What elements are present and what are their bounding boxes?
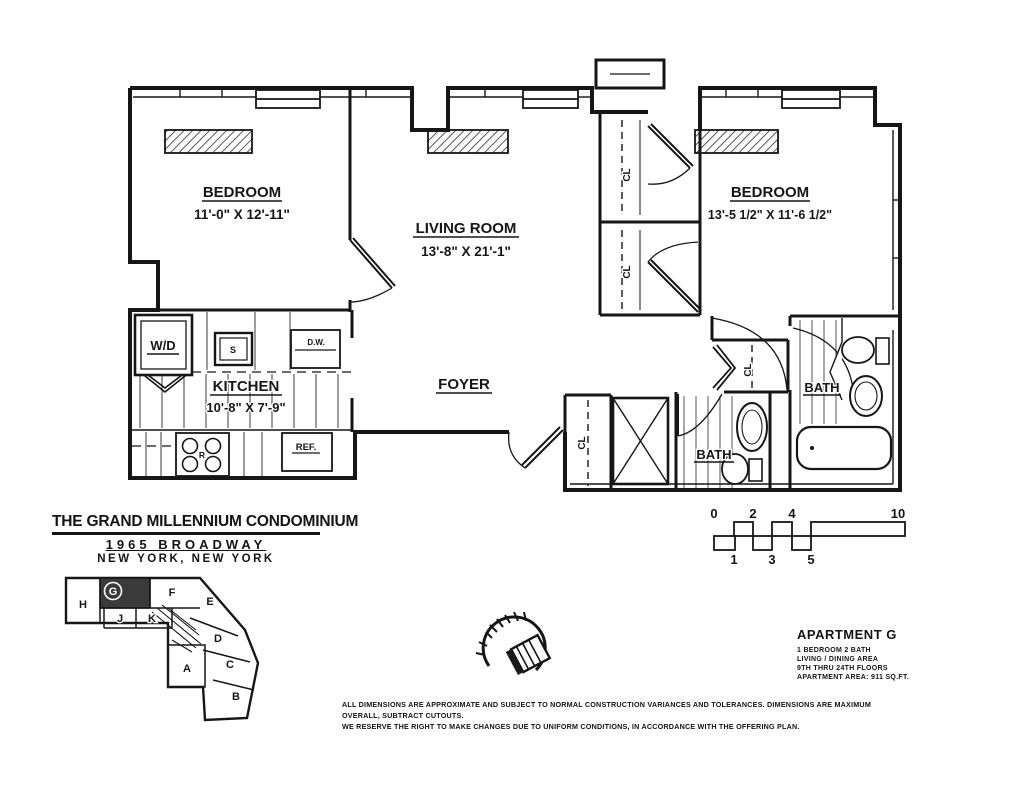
entry-door bbox=[507, 426, 564, 469]
room-label-living-room: LIVING ROOM bbox=[416, 220, 517, 237]
range-label: R bbox=[199, 450, 205, 460]
building-address: 1965 BROADWAY bbox=[105, 537, 267, 552]
bath-2 bbox=[795, 318, 893, 471]
bath-1-toilet bbox=[721, 453, 763, 485]
key-plan-stairs bbox=[151, 604, 202, 653]
apartment-title: APARTMENT G bbox=[797, 627, 897, 642]
bath-2-sink bbox=[849, 375, 883, 417]
key-plan-unit-g-highlight bbox=[99, 577, 151, 609]
apartment-info-line-1: 1 BEDROOM 2 BATH bbox=[797, 647, 871, 654]
room-label-bath-1: BATH bbox=[696, 447, 731, 462]
room-dims-bedroom-2: 13'-5 1/2" X 11'-6 1/2" bbox=[708, 208, 832, 222]
key-unit-e: E bbox=[206, 596, 213, 608]
closet-label-2: CL bbox=[622, 265, 633, 278]
room-label-bath-2: BATH bbox=[804, 380, 839, 395]
scale-label-1: 1 bbox=[730, 552, 737, 567]
bedroom-1-door bbox=[349, 237, 396, 303]
closet-label-3: CL bbox=[577, 436, 588, 449]
scale-label-2: 2 bbox=[749, 506, 756, 521]
scale-label-10: 10 bbox=[891, 506, 905, 521]
scale-label-3: 3 bbox=[768, 552, 775, 567]
bathtub bbox=[795, 425, 893, 471]
room-labels: BEDROOM 11'-0" X 12'-11" LIVING ROOM 13'… bbox=[193, 183, 841, 463]
refrigerator bbox=[281, 432, 333, 472]
vestibule-closet-door bbox=[712, 344, 737, 391]
kitchen-sink bbox=[213, 331, 254, 367]
key-unit-g: G bbox=[109, 586, 118, 598]
exterior-walls bbox=[128, 58, 902, 492]
disclaimer-line-2: WE RESERVE THE RIGHT TO MAKE CHANGES DUE… bbox=[342, 722, 800, 731]
kitchen-area bbox=[130, 312, 352, 477]
fixture-labels: W/D S D.W. R REF. CL CL CL CL bbox=[147, 167, 755, 461]
scale-label-0: 0 bbox=[710, 506, 717, 521]
interior-walls bbox=[130, 88, 900, 490]
key-unit-a: A bbox=[183, 663, 191, 675]
apartment-info-line-3: 9TH THRU 24TH FLOORS bbox=[797, 665, 888, 672]
building-city: NEW YORK, NEW YORK bbox=[97, 553, 275, 565]
scale-label-4: 4 bbox=[788, 506, 796, 521]
washer-dryer-door bbox=[139, 371, 191, 394]
key-unit-f: F bbox=[169, 587, 176, 599]
room-label-bedroom-1: BEDROOM bbox=[203, 184, 281, 201]
radiators bbox=[164, 129, 779, 154]
key-plan: H G F J K E D A C B bbox=[64, 576, 260, 722]
bath-1-sink bbox=[736, 402, 768, 452]
room-dims-living-room: 13'-8" X 21'-1" bbox=[421, 244, 511, 259]
closet-door-top bbox=[647, 123, 694, 185]
range bbox=[175, 432, 230, 477]
bath-2-door bbox=[792, 327, 854, 389]
room-label-bedroom-2: BEDROOM bbox=[731, 184, 809, 201]
shaft bbox=[611, 396, 670, 486]
dishwasher-label: D.W. bbox=[307, 338, 324, 347]
room-dims-kitchen: 10'-8" X 7'-9" bbox=[206, 400, 285, 415]
kitchen-sink-label: S bbox=[230, 345, 236, 355]
scale-bar: 0 2 4 10 1 3 5 bbox=[709, 505, 906, 569]
bath-1-door bbox=[677, 393, 723, 437]
room-dims-bedroom-1: 11'-0" X 12'-11" bbox=[194, 207, 290, 222]
building-name: THE GRAND MILLENNIUM CONDOMINIUM bbox=[52, 513, 358, 535]
key-unit-h: H bbox=[79, 599, 87, 611]
closet-rods bbox=[587, 120, 753, 486]
key-unit-b: B bbox=[232, 691, 240, 703]
washer-dryer-label: W/D bbox=[150, 338, 175, 353]
key-unit-c: C bbox=[226, 659, 234, 671]
apartment-info-line-4: APARTMENT AREA: 911 SQ.FT. bbox=[797, 674, 910, 681]
compass-rose-icon bbox=[475, 611, 552, 675]
key-unit-d: D bbox=[214, 633, 222, 645]
closet-label-1: CL bbox=[622, 168, 633, 181]
bath-1 bbox=[683, 396, 768, 488]
key-unit-k: K bbox=[148, 613, 156, 625]
disclaimer: ALL DIMENSIONS ARE APPROXIMATE AND SUBJE… bbox=[342, 699, 882, 732]
bath-2-toilet bbox=[841, 336, 890, 365]
doors bbox=[139, 123, 854, 469]
bedroom-2-door bbox=[711, 317, 788, 391]
refrigerator-label: REF. bbox=[296, 442, 317, 453]
dishwasher bbox=[290, 329, 341, 369]
washer-dryer bbox=[133, 313, 194, 377]
disclaimer-line-1: ALL DIMENSIONS ARE APPROXIMATE AND SUBJE… bbox=[342, 700, 872, 720]
wall-piers bbox=[255, 89, 841, 109]
room-label-kitchen: KITCHEN bbox=[213, 378, 280, 395]
closet-label-4: CL bbox=[743, 363, 754, 376]
apartment-info: APARTMENT G 1 BEDROOM 2 BATH LIVING / DI… bbox=[797, 627, 967, 682]
room-label-foyer: FOYER bbox=[438, 376, 490, 393]
apartment-info-line-2: LIVING / DINING AREA bbox=[797, 656, 879, 663]
key-unit-j: J bbox=[117, 613, 123, 625]
title-block: THE GRAND MILLENNIUM CONDOMINIUM 1965 BR… bbox=[52, 513, 358, 565]
closet-door-bottom bbox=[647, 241, 702, 313]
scale-label-5: 5 bbox=[807, 552, 814, 567]
